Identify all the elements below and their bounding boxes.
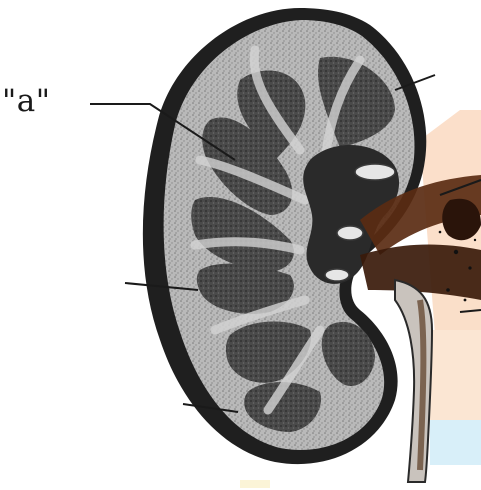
watermark-yellow-dot bbox=[240, 480, 270, 488]
watermark-orange-band bbox=[430, 330, 481, 420]
watermark-blue-band bbox=[430, 420, 481, 465]
calyx-3 bbox=[325, 269, 349, 281]
ureter bbox=[395, 280, 432, 482]
calyx-1 bbox=[355, 164, 395, 180]
ureter-shading bbox=[420, 300, 423, 470]
label-a: "a" bbox=[2, 83, 51, 119]
calyx-2 bbox=[337, 226, 363, 240]
